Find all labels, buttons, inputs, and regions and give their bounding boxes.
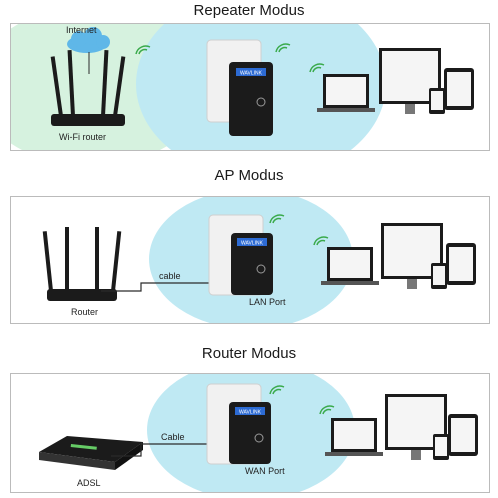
router-label: Wi-Fi router xyxy=(59,132,106,142)
panel-router-mode: ADSL Cable WAVLINK WAN Port xyxy=(10,373,490,493)
repeater-icon: WAVLINK xyxy=(231,233,273,295)
laptop-icon xyxy=(317,74,375,112)
repeater-brand: WAVLINK xyxy=(240,71,263,77)
cable-label: cable xyxy=(159,271,181,281)
wifi-signal-icon xyxy=(269,214,329,246)
tablet-icon xyxy=(446,243,476,285)
router-icon xyxy=(50,49,126,126)
port-label: LAN Port xyxy=(249,297,286,307)
cloud-icon xyxy=(67,27,110,53)
ethernet-cable xyxy=(111,443,233,457)
phone-icon xyxy=(429,88,445,114)
router-icon xyxy=(42,227,122,301)
repeater-icon: WAVLINK xyxy=(229,402,271,464)
tablet-icon xyxy=(444,68,474,110)
ap-diagram: Router cable WAVLINK LAN Port xyxy=(42,197,476,323)
port-label: WAN Port xyxy=(245,466,285,476)
section-title-router: Router Modus xyxy=(201,345,297,362)
section-title-ap: AP Modus xyxy=(214,167,284,184)
repeater-diagram: Internet Wi-Fi router WAVLINK xyxy=(11,24,474,150)
panel-ap-mode: Router cable WAVLINK LAN Port xyxy=(10,196,490,324)
laptop-icon xyxy=(325,418,383,456)
router-diagram: ADSL Cable WAVLINK WAN Port xyxy=(39,374,478,492)
modem-label: ADSL xyxy=(77,478,101,488)
wifi-signal-icon xyxy=(135,43,325,73)
adsl-modem-icon xyxy=(39,436,143,470)
monitor-icon xyxy=(381,223,443,289)
tablet-icon xyxy=(448,414,478,456)
repeater-brand: WAVLINK xyxy=(241,241,264,247)
section-title-repeater: Repeater Modus xyxy=(193,2,305,19)
laptop-icon xyxy=(321,247,379,285)
phone-icon xyxy=(433,434,449,460)
internet-label: Internet xyxy=(66,25,97,35)
phone-icon xyxy=(431,263,447,289)
router-label: Router xyxy=(71,307,98,317)
ethernet-cable xyxy=(101,282,231,292)
repeater-brand: WAVLINK xyxy=(239,410,262,416)
repeater-icon: WAVLINK xyxy=(229,62,273,136)
panel-repeater-mode: Internet Wi-Fi router WAVLINK xyxy=(10,23,490,151)
cable-label: Cable xyxy=(161,432,185,442)
wifi-signal-icon xyxy=(269,385,335,415)
